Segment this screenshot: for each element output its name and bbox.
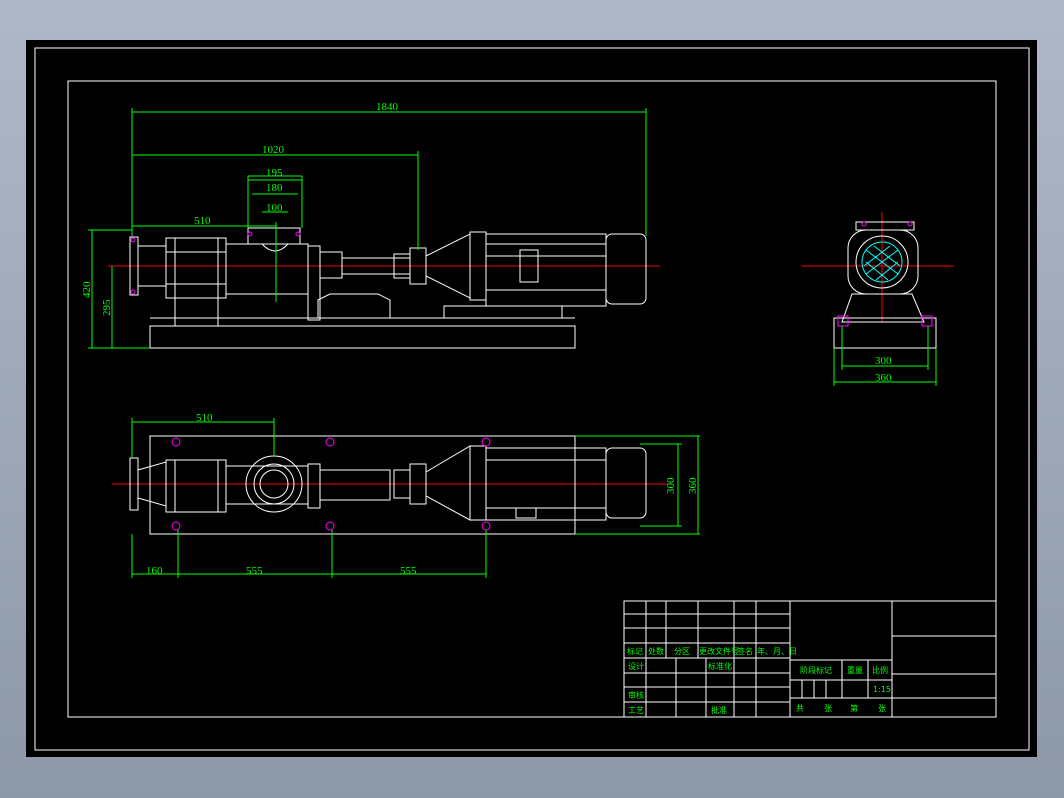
- top-view: [112, 435, 668, 535]
- tb-stage-mark: 阶段标记: [800, 665, 832, 675]
- tb-review: 审核: [628, 690, 644, 700]
- tb-zone: 分区: [674, 647, 690, 656]
- tb-page: 第: [850, 703, 858, 713]
- tb-weight: 重量: [847, 665, 863, 675]
- dim-1020: 1020: [262, 144, 285, 156]
- outer-border: [34, 47, 1030, 751]
- tb-count: 处数: [648, 646, 664, 656]
- dim-1840: 1840: [376, 101, 399, 113]
- dim-300-side: 300: [875, 355, 892, 367]
- tb-standardize: 标准化: [708, 661, 732, 671]
- dim-420: 420: [81, 281, 93, 298]
- dim-555-second: 555: [400, 565, 417, 577]
- tb-scale-value: 1:15: [873, 685, 891, 694]
- tb-signature: 签名: [737, 646, 753, 656]
- tb-process: 工艺: [628, 706, 644, 715]
- front-view: [108, 227, 660, 349]
- dim-295: 295: [101, 299, 113, 316]
- dim-195: 195: [266, 167, 283, 179]
- title-block: [623, 600, 997, 718]
- side-hatched-bore: [861, 241, 903, 283]
- dim-160: 160: [146, 565, 163, 577]
- dim-180: 180: [266, 182, 283, 194]
- dim-360-side: 360: [875, 372, 892, 384]
- side-flange-circle: [855, 235, 909, 289]
- tb-date: 年、月、日: [757, 646, 797, 656]
- front-dimensions: [88, 108, 647, 349]
- dim-360-top: 360: [687, 477, 699, 494]
- tb-sheet-word: 张: [878, 704, 886, 713]
- dim-555-first: 555: [246, 565, 263, 577]
- tb-scale: 比例: [872, 665, 888, 675]
- dim-300-top: 300: [665, 477, 677, 494]
- tb-change-doc: 更改文件号: [699, 646, 739, 656]
- tb-design: 设计: [628, 661, 644, 671]
- top-base-plate: [149, 435, 576, 535]
- side-view: [802, 212, 954, 349]
- dim-510-top: 510: [196, 412, 213, 424]
- drawing-sheet: [26, 40, 1037, 757]
- tb-sheets: 张: [824, 704, 832, 713]
- front-base: [149, 325, 576, 349]
- side-base: [833, 317, 937, 349]
- tb-total: 共: [796, 704, 804, 713]
- side-dimensions: [833, 326, 937, 386]
- dim-510-front: 510: [194, 215, 211, 227]
- top-dimensions: [131, 418, 700, 578]
- dim-100: 100: [266, 202, 283, 214]
- inner-border: [67, 80, 997, 718]
- tb-approve: 批准: [711, 705, 727, 715]
- tb-mark: 标记: [627, 646, 643, 656]
